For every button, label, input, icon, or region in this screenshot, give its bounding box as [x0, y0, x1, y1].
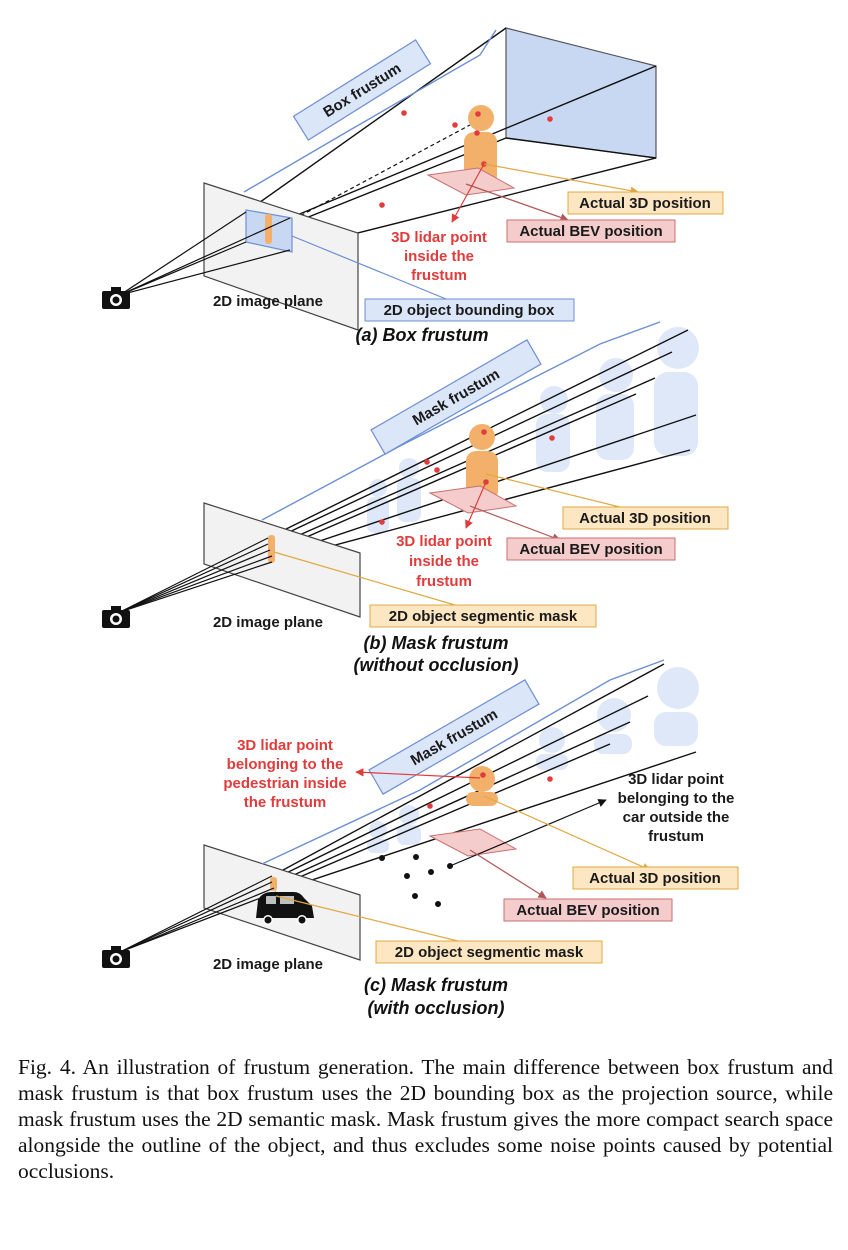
svg-text:2D object segmentic mask: 2D object segmentic mask	[395, 944, 584, 961]
dashed-ray	[269, 124, 471, 233]
car-icon	[256, 892, 314, 925]
frustum-label: Mask frustum	[370, 339, 542, 455]
frustum-brace	[261, 659, 665, 865]
svg-text:frustum: frustum	[648, 828, 704, 845]
camera-icon	[102, 287, 130, 309]
svg-text:belonging to the: belonging to the	[618, 790, 735, 807]
panel-c: Mask frustum 3D lidar point belonging to…	[102, 659, 739, 1018]
panel-b: Mask frustum Actual 3D position Actual B…	[102, 321, 729, 675]
svg-text:Actual 3D position: Actual 3D position	[579, 195, 711, 212]
lidar-points	[379, 429, 555, 525]
svg-text:3D lidar point: 3D lidar point	[391, 229, 487, 246]
svg-text:pedestrian inside: pedestrian inside	[223, 775, 346, 792]
frustum-figure: Box frustum Actual 3D position Actual BE…	[102, 27, 739, 1018]
source-label: 2D object bounding box	[364, 298, 575, 322]
svg-text:Actual BEV position: Actual BEV position	[519, 541, 662, 558]
pedestrian-partial	[466, 766, 498, 806]
frustum-brace	[261, 321, 661, 521]
image-plane	[203, 182, 359, 331]
svg-text:2D object segmentic mask: 2D object segmentic mask	[389, 608, 578, 625]
lidar-note: 3D lidar point inside the frustum	[396, 533, 492, 590]
svg-text:the frustum: the frustum	[244, 794, 327, 811]
svg-text:Box frustum: Box frustum	[320, 60, 404, 121]
ghost-silhouettes	[367, 327, 699, 533]
svg-text:3D lidar point: 3D lidar point	[628, 771, 724, 788]
svg-text:Mask frustum: Mask frustum	[410, 366, 503, 429]
panel-caption: (c) Mask frustum	[364, 975, 508, 995]
svg-text:Actual BEV position: Actual BEV position	[516, 902, 659, 919]
source-label: 2D object segmentic mask	[369, 604, 597, 628]
lidar-note: 3D lidar point inside the frustum	[391, 229, 487, 284]
svg-text:Actual 3D position: Actual 3D position	[579, 510, 711, 527]
pos3d-label: Actual 3D position	[572, 866, 739, 890]
bev-label: Actual BEV position	[503, 898, 673, 922]
panel-caption-sub: (with occlusion)	[368, 998, 505, 1018]
svg-text:belonging to the: belonging to the	[227, 756, 344, 773]
pos3d-label: Actual 3D position	[567, 191, 724, 215]
frustum-label: Box frustum	[292, 39, 432, 141]
bev-footprint	[426, 167, 516, 196]
svg-text:car outside the: car outside the	[623, 809, 730, 826]
svg-text:frustum: frustum	[416, 573, 472, 590]
svg-text:2D object bounding box: 2D object bounding box	[384, 302, 555, 319]
bev-footprint	[428, 828, 518, 857]
svg-text:inside the: inside the	[409, 553, 479, 570]
panel-caption: (a) Box frustum	[355, 325, 488, 345]
image-plane-label: 2D image plane	[213, 956, 323, 973]
svg-text:3D lidar point: 3D lidar point	[396, 533, 492, 550]
frustum-brace	[243, 29, 497, 193]
svg-text:inside the: inside the	[404, 248, 474, 265]
svg-text:frustum: frustum	[411, 267, 467, 284]
lidar-points	[427, 772, 553, 809]
car-note: 3D lidar point belonging to the car outs…	[618, 771, 735, 845]
pedestrian-mask	[268, 535, 275, 563]
source-label: 2D object segmentic mask	[375, 940, 603, 964]
svg-text:3D lidar point: 3D lidar point	[237, 737, 333, 754]
image-plane-label: 2D image plane	[213, 614, 323, 631]
pos3d-label: Actual 3D position	[562, 506, 729, 530]
panel-caption-sub: (without occlusion)	[354, 655, 519, 675]
panel-caption: (b) Mask frustum	[363, 633, 508, 653]
image-plane-label: 2D image plane	[213, 293, 323, 310]
figure-caption: Fig. 4. An illustration of frustum gener…	[18, 1055, 833, 1183]
bev-label: Actual BEV position	[506, 537, 676, 561]
ped-note: 3D lidar point belonging to the pedestri…	[223, 737, 346, 811]
panel-a: Box frustum Actual 3D position Actual BE…	[102, 27, 724, 345]
frustum-rays	[271, 663, 697, 893]
far-plane	[505, 27, 657, 159]
pedestrian-mask	[270, 877, 277, 891]
svg-text:Actual 3D position: Actual 3D position	[589, 870, 721, 887]
image-plane	[203, 502, 361, 618]
pedestrian-in-image	[265, 214, 272, 244]
bev-label: Actual BEV position	[506, 219, 676, 243]
car-lidar-points	[379, 854, 453, 907]
svg-text:Actual BEV position: Actual BEV position	[519, 223, 662, 240]
bev-footprint	[428, 485, 518, 514]
